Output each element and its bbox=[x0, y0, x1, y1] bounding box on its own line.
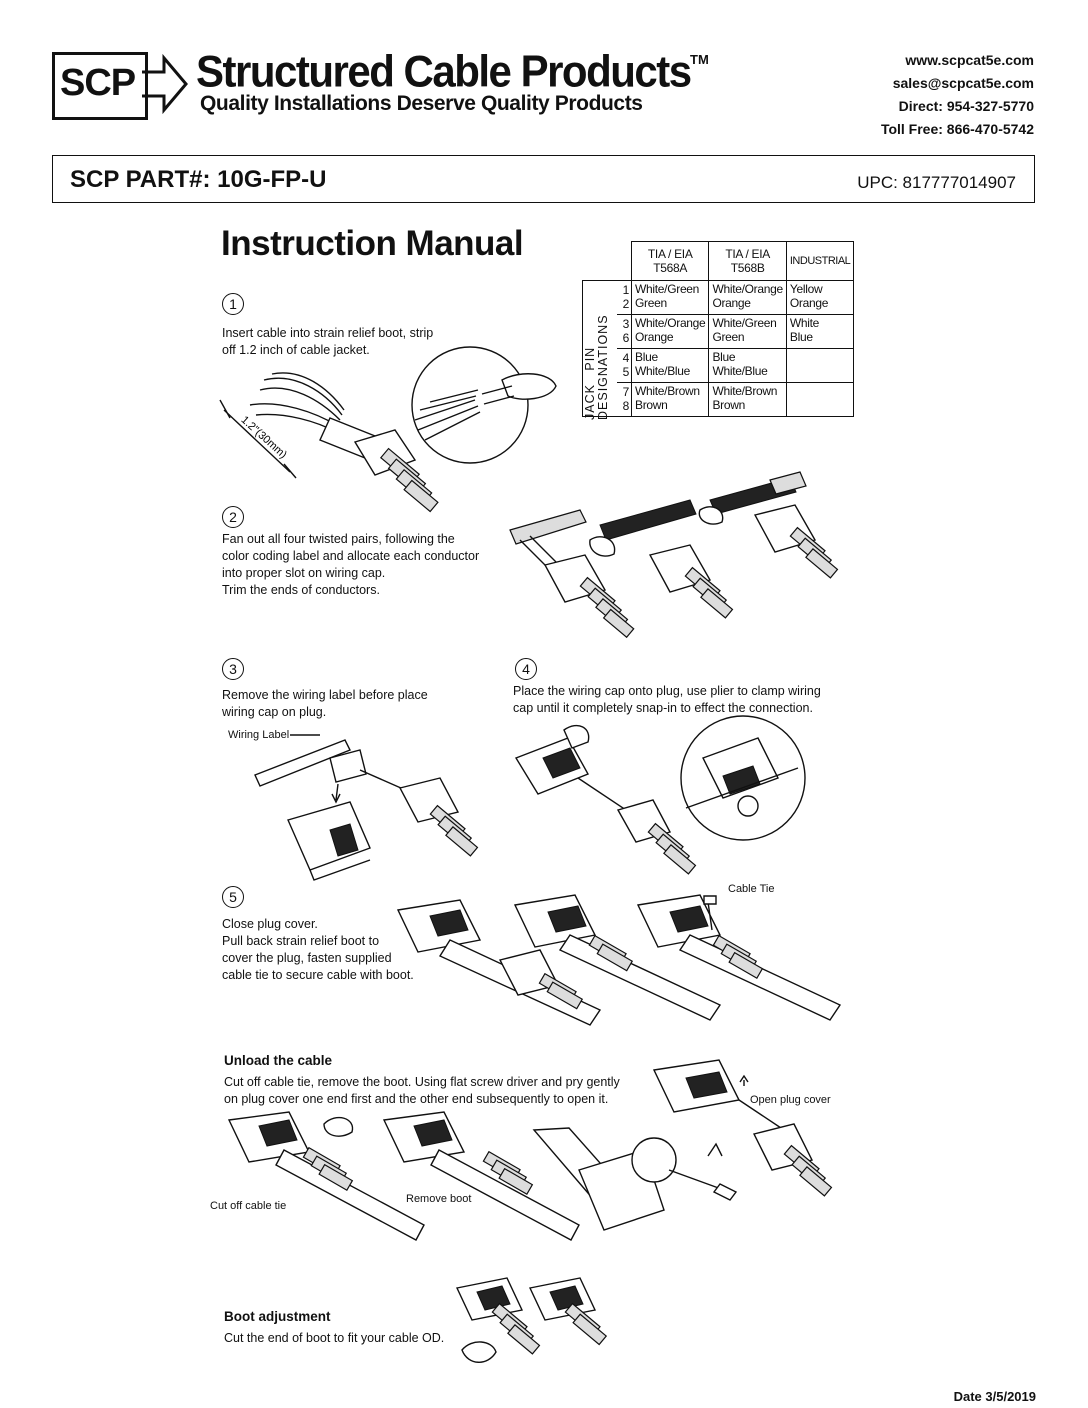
step-5-line: Pull back strain relief boot to bbox=[222, 934, 380, 948]
step-4-illustration bbox=[514, 715, 806, 875]
designations-label: DESIGNATIONS bbox=[596, 314, 610, 420]
col-header-t568a: TIA / EIA T568A bbox=[630, 241, 710, 281]
brand-title: Structured Cable Products bbox=[196, 46, 692, 97]
unload-line: Cut off cable tie, remove the boot. Usin… bbox=[224, 1075, 620, 1089]
unload-illustration bbox=[227, 1059, 833, 1241]
unload-text: Cut off cable tie, remove the boot. Usin… bbox=[224, 1074, 620, 1108]
t568b-cell: White/Orange Orange bbox=[708, 280, 787, 315]
step-5-line: cover the plug, fasten supplied bbox=[222, 951, 392, 965]
step-2-line: Fan out all four twisted pairs, followin… bbox=[222, 532, 455, 546]
step-2-line: into proper slot on wiring cap. bbox=[222, 566, 386, 580]
table-row: 4 5 Blue White/Blue Blue White/Blue bbox=[583, 348, 855, 383]
t568a-cell: White/Brown Brown bbox=[630, 382, 710, 417]
manual-title: Instruction Manual bbox=[221, 224, 524, 263]
step-2-illustration bbox=[509, 471, 839, 639]
website-link[interactable]: www.scpcat5e.com bbox=[905, 52, 1034, 68]
part-number: SCP PART#: 10G-FP-U bbox=[70, 166, 327, 193]
pins-cell: 4 5 bbox=[617, 348, 632, 383]
unload-heading: Unload the cable bbox=[224, 1053, 333, 1068]
step-1-illustration: 1.2"(30mm) bbox=[219, 346, 557, 513]
table-row: 1 2 White/Green Green White/Orange Orang… bbox=[582, 280, 855, 417]
t568b-cell: White/Brown Brown bbox=[708, 382, 787, 417]
open-plug-cover-callout: Open plug cover bbox=[750, 1094, 831, 1106]
document-date: Date 3/5/2019 bbox=[953, 1389, 1036, 1404]
step-3-line: wiring cap on plug. bbox=[222, 705, 327, 719]
t568a-cell: Blue White/Blue bbox=[630, 348, 710, 383]
table-row: 7 8 White/Brown Brown White/Brown Brown bbox=[583, 382, 855, 417]
step-3-text: Remove the wiring label before place wir… bbox=[222, 687, 428, 721]
unload-line: on plug cover one end first and the othe… bbox=[224, 1092, 609, 1106]
step-1-line: Insert cable into strain relief boot, st… bbox=[222, 326, 434, 340]
logo: SCP bbox=[60, 62, 136, 104]
step-4-number: 4 bbox=[515, 658, 537, 680]
boot-adjustment-illustration bbox=[455, 1277, 608, 1363]
step-4-line: Place the wiring cap onto plug, use plie… bbox=[513, 684, 821, 698]
col-header-t568b: TIA / EIA T568B bbox=[708, 241, 787, 281]
boot-adjustment-heading: Boot adjustment bbox=[224, 1309, 331, 1324]
cable-tie-callout: Cable Tie bbox=[728, 883, 775, 895]
step-2-line: Trim the ends of conductors. bbox=[222, 583, 380, 597]
t568b-cell: White/Green Green bbox=[708, 314, 787, 349]
step-3-line: Remove the wiring label before place bbox=[222, 688, 428, 702]
jack-designations-label: JACK PIN DESIGNATIONS bbox=[583, 314, 714, 420]
step-5-illustration bbox=[396, 894, 842, 1026]
wiring-label-callout: Wiring Label bbox=[228, 729, 290, 741]
jack-label: JACK bbox=[583, 384, 597, 420]
step-2-text: Fan out all four twisted pairs, followin… bbox=[222, 531, 479, 599]
step-1-line: off 1.2 inch of cable jacket. bbox=[222, 343, 370, 357]
remove-boot-callout: Remove boot bbox=[406, 1193, 472, 1205]
step-5-line: cable tie to secure cable with boot. bbox=[222, 968, 414, 982]
brand-tagline: Quality Installations Deserve Quality Pr… bbox=[200, 92, 643, 115]
pins-cell: 3 6 bbox=[617, 314, 632, 349]
logo-box bbox=[52, 52, 148, 120]
logo-arrow-icon bbox=[142, 53, 188, 115]
step-5-line: Close plug cover. bbox=[222, 917, 318, 931]
trademark: TM bbox=[690, 52, 709, 67]
pin-label: PIN bbox=[583, 346, 597, 371]
upc-code: UPC: 817777014907 bbox=[857, 173, 1016, 192]
table-row: 3 6 White/Orange Orange White/Green Gree… bbox=[583, 314, 855, 349]
step-1-number: 1 bbox=[222, 293, 244, 315]
pin-designation-table: TIA / EIA T568A TIA / EIA T568B INDUSTRI… bbox=[582, 241, 855, 417]
step-1-text: Insert cable into strain relief boot, st… bbox=[222, 325, 433, 359]
t568a-cell: White/Orange Orange bbox=[630, 314, 710, 349]
step-5-text: Close plug cover. Pull back strain relie… bbox=[222, 916, 414, 984]
t568b-cell: Blue White/Blue bbox=[708, 348, 787, 383]
step-4-line: cap until it completely snap-in to effec… bbox=[513, 701, 813, 715]
boot-adjustment-text: Cut the end of boot to fit your cable OD… bbox=[224, 1331, 445, 1345]
cut-cable-tie-callout: Cut off cable tie bbox=[210, 1200, 287, 1212]
step-3-illustration bbox=[254, 734, 479, 881]
pins-cell: 1 2 bbox=[617, 280, 632, 315]
dimension-label: 1.2"(30mm) bbox=[238, 414, 288, 461]
email-link[interactable]: sales@scpcat5e.com bbox=[892, 75, 1034, 91]
industrial-cell: White Blue bbox=[785, 314, 855, 349]
step-2-line: color coding label and allocate each con… bbox=[222, 549, 480, 563]
tollfree-phone: Toll Free: 866-470-5742 bbox=[880, 121, 1034, 137]
industrial-cell bbox=[785, 348, 855, 383]
t568a-cell: White/Green Green bbox=[630, 280, 710, 315]
col-header-industrial: INDUSTRIAL bbox=[785, 241, 855, 281]
industrial-cell: Yellow Orange bbox=[785, 280, 855, 315]
step-3-number: 3 bbox=[222, 658, 244, 680]
step-2-number: 2 bbox=[222, 506, 244, 528]
industrial-cell bbox=[785, 382, 855, 417]
step-4-text: Place the wiring cap onto plug, use plie… bbox=[513, 683, 821, 717]
step-5-number: 5 bbox=[222, 886, 244, 908]
direct-phone: Direct: 954-327-5770 bbox=[898, 98, 1034, 114]
part-number-box bbox=[52, 155, 1035, 203]
